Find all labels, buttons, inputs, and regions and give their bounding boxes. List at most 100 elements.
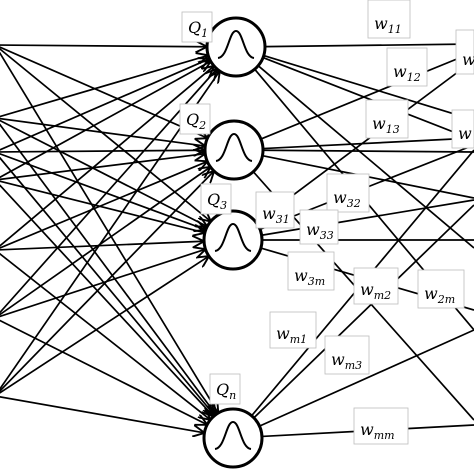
input-connection	[0, 172, 213, 393]
gaussian-activation-icon	[214, 222, 252, 252]
input-connection	[0, 184, 213, 416]
label-text: w31	[262, 204, 290, 226]
label-box	[451, 109, 474, 149]
node-label-q2: Q2	[179, 103, 211, 135]
output-connection	[259, 329, 474, 427]
weight-label-wmm: wmm	[353, 407, 409, 445]
output-connection	[262, 149, 474, 153]
label-text: Q1	[188, 18, 208, 40]
node-q2	[203, 119, 265, 181]
node-circle	[202, 209, 264, 271]
label-text: w	[458, 124, 472, 143]
input-connection	[0, 117, 204, 146]
label-box	[324, 335, 370, 375]
input-connection	[0, 51, 218, 412]
label-text: w11	[374, 14, 402, 36]
label-text: w	[462, 50, 474, 69]
label-text: w3m	[294, 266, 325, 288]
label-box	[353, 267, 399, 305]
label-box	[367, 0, 411, 39]
label-box	[417, 269, 465, 309]
connection-lines	[0, 44, 474, 436]
weight-label-w2m: w2m	[417, 269, 465, 309]
node-qn	[202, 407, 264, 469]
output-connection	[262, 137, 474, 150]
weight-label-w13: w13	[365, 99, 409, 139]
label-text: wm2	[360, 280, 391, 302]
label-box	[179, 103, 211, 135]
output-connection	[257, 65, 474, 249]
input-connection	[0, 46, 207, 138]
weight-label-wm3: wm3	[324, 335, 370, 375]
label-box	[299, 209, 339, 245]
node-label-qn: Qn	[209, 373, 241, 405]
label-box	[287, 251, 335, 291]
node-q3	[202, 209, 264, 271]
label-box	[326, 173, 370, 213]
label-text: w2m	[424, 284, 455, 306]
gaussian-activation-icon	[214, 420, 252, 450]
label-text: Qn	[216, 380, 236, 402]
label-text: wm3	[331, 350, 362, 372]
weight-label-w1x: w	[455, 29, 474, 75]
node-circle	[203, 119, 265, 181]
weight-label-w31: w31	[255, 191, 295, 229]
label-box	[269, 311, 317, 349]
input-connection	[0, 162, 206, 249]
weight-label-w32: w32	[326, 173, 370, 213]
output-connection	[253, 204, 474, 419]
input-connection	[0, 45, 206, 47]
output-connection	[264, 43, 474, 48]
input-connection	[0, 62, 210, 179]
weight-label-wm1: wm1	[269, 311, 317, 349]
input-connection	[0, 123, 215, 414]
input-connection	[0, 250, 205, 318]
input-connection	[0, 150, 204, 152]
input-connection	[0, 154, 204, 181]
gaussian-activation-icon	[217, 29, 255, 59]
label-box	[181, 11, 213, 43]
hidden-nodes	[202, 16, 267, 469]
weight-label-w3m: w3m	[287, 251, 335, 291]
label-text: w32	[333, 188, 361, 210]
output-connection	[263, 54, 474, 121]
input-connection	[0, 56, 207, 118]
label-text: wm1	[276, 324, 307, 346]
output-connection	[262, 56, 474, 141]
node-circle	[202, 407, 264, 469]
label-text: w33	[306, 220, 334, 242]
label-box	[353, 407, 409, 445]
weight-label-wm2: wm2	[353, 267, 399, 305]
weight-label-w12: w12	[386, 47, 428, 87]
node-circle	[205, 16, 267, 78]
label-text: wmm	[360, 420, 395, 442]
gaussian-activation-icon	[215, 132, 253, 162]
output-connection	[261, 199, 474, 237]
weight-label-w11: w11	[367, 0, 411, 39]
label-box	[255, 191, 295, 229]
label-box	[365, 99, 409, 139]
input-connection	[0, 167, 210, 316]
weight-label-w2x: w	[451, 109, 474, 149]
label-box	[386, 47, 428, 87]
input-connection	[0, 396, 203, 433]
node-q1	[205, 16, 267, 78]
label-text: w12	[393, 62, 421, 84]
label-box	[209, 373, 241, 405]
input-connection	[0, 59, 209, 151]
input-connection	[0, 257, 208, 394]
node-label-q1: Q1	[181, 11, 213, 43]
label-box	[200, 183, 232, 215]
weight-label-w33: w33	[299, 209, 339, 245]
node-label-q3: Q3	[200, 183, 232, 215]
label-text: Q2	[186, 110, 206, 132]
output-connection	[260, 51, 474, 140]
label-text: Q3	[207, 190, 227, 212]
input-connection	[0, 67, 213, 247]
input-connection	[0, 319, 206, 424]
input-connection	[0, 70, 216, 314]
label-box	[455, 29, 474, 75]
label-text: w13	[372, 114, 400, 136]
